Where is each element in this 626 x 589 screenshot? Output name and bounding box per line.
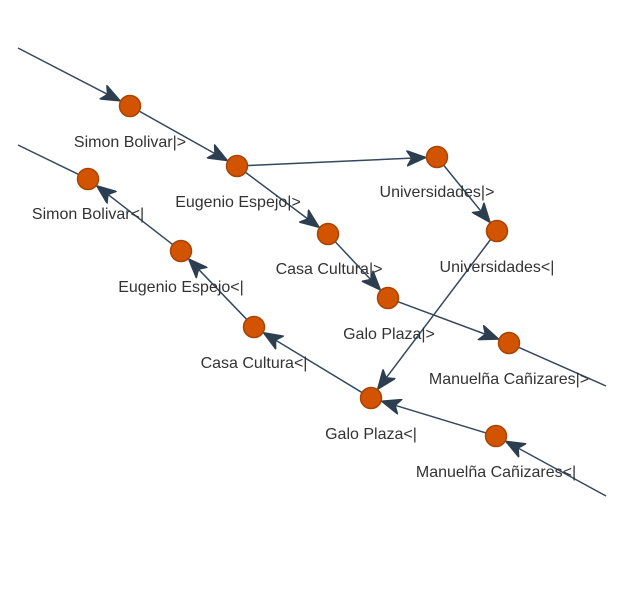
station-node-un-out[interactable]: [425, 145, 449, 169]
station-label-mc-out: Manuelña Cañizares|>: [429, 371, 589, 388]
station-label-gp-in: Galo Plaza<|: [325, 426, 417, 443]
edges-layer: [17, 47, 607, 497]
station-node-ee-in[interactable]: [169, 239, 193, 263]
station-node-cc-in[interactable]: [242, 315, 266, 339]
edge-cc_in-to-ee_in: [189, 259, 248, 320]
labels-layer: Simon Bolivar|> Eugenio Espejo|> Casa Cult…: [32, 134, 589, 481]
station-node-sb-out[interactable]: [118, 94, 142, 118]
station-node-gp-out[interactable]: [376, 286, 400, 310]
station-label-ee-out: Eugenio Espejo|>: [175, 194, 301, 211]
edge-un_in-to-gp_in: [378, 238, 492, 388]
edge-mc_in-to-gp_in: [382, 401, 487, 434]
station-label-mc-in: Manuelña Cañizares<|: [416, 464, 576, 481]
station-label-ee-in: Eugenio Espejo<|: [118, 279, 244, 296]
station-node-mc-in[interactable]: [484, 424, 508, 448]
edge-cc_out-to-gp_out: [334, 241, 380, 290]
station-node-sb-in[interactable]: [76, 167, 100, 191]
station-label-un-in: Universidades<|: [440, 259, 555, 276]
edge-sb_in-to-exit_in: [17, 144, 79, 176]
station-node-mc-out[interactable]: [497, 331, 521, 355]
edge-entry_out-to-sb_out: [17, 47, 120, 101]
edge-gp_in-to-cc_in: [264, 333, 363, 394]
edge-gp_out-to-mc_out: [397, 300, 498, 339]
station-label-gp-out: Galo Plaza|>: [343, 326, 435, 343]
station-label-sb-out: Simon Bolivar|>: [74, 134, 186, 151]
station-node-gp-in[interactable]: [359, 386, 383, 410]
edge-un_out-to-un_in: [443, 164, 490, 222]
station-label-cc-in: Casa Cultura<|: [201, 355, 308, 372]
edge-ee_in-to-sb_in: [97, 186, 174, 246]
station-node-cc-out[interactable]: [316, 222, 340, 246]
station-node-un-in[interactable]: [485, 219, 509, 243]
edge-mc_out-to-exit_out: [518, 346, 607, 387]
edge-sb_out-to-ee_out: [138, 110, 227, 160]
edge-ee_out-to-un_out: [247, 158, 425, 166]
station-label-cc-out: Casa Cultura|>: [276, 261, 383, 278]
station-node-ee-out[interactable]: [225, 154, 249, 178]
edge-entry_in-to-mc_in: [506, 442, 607, 497]
station-label-sb-in: Simon Bolivar<|: [32, 206, 144, 223]
station-label-un-out: Universidades|>: [380, 184, 495, 201]
nodes-layer: [76, 94, 521, 448]
edge-ee_out-to-cc_out: [244, 171, 318, 227]
